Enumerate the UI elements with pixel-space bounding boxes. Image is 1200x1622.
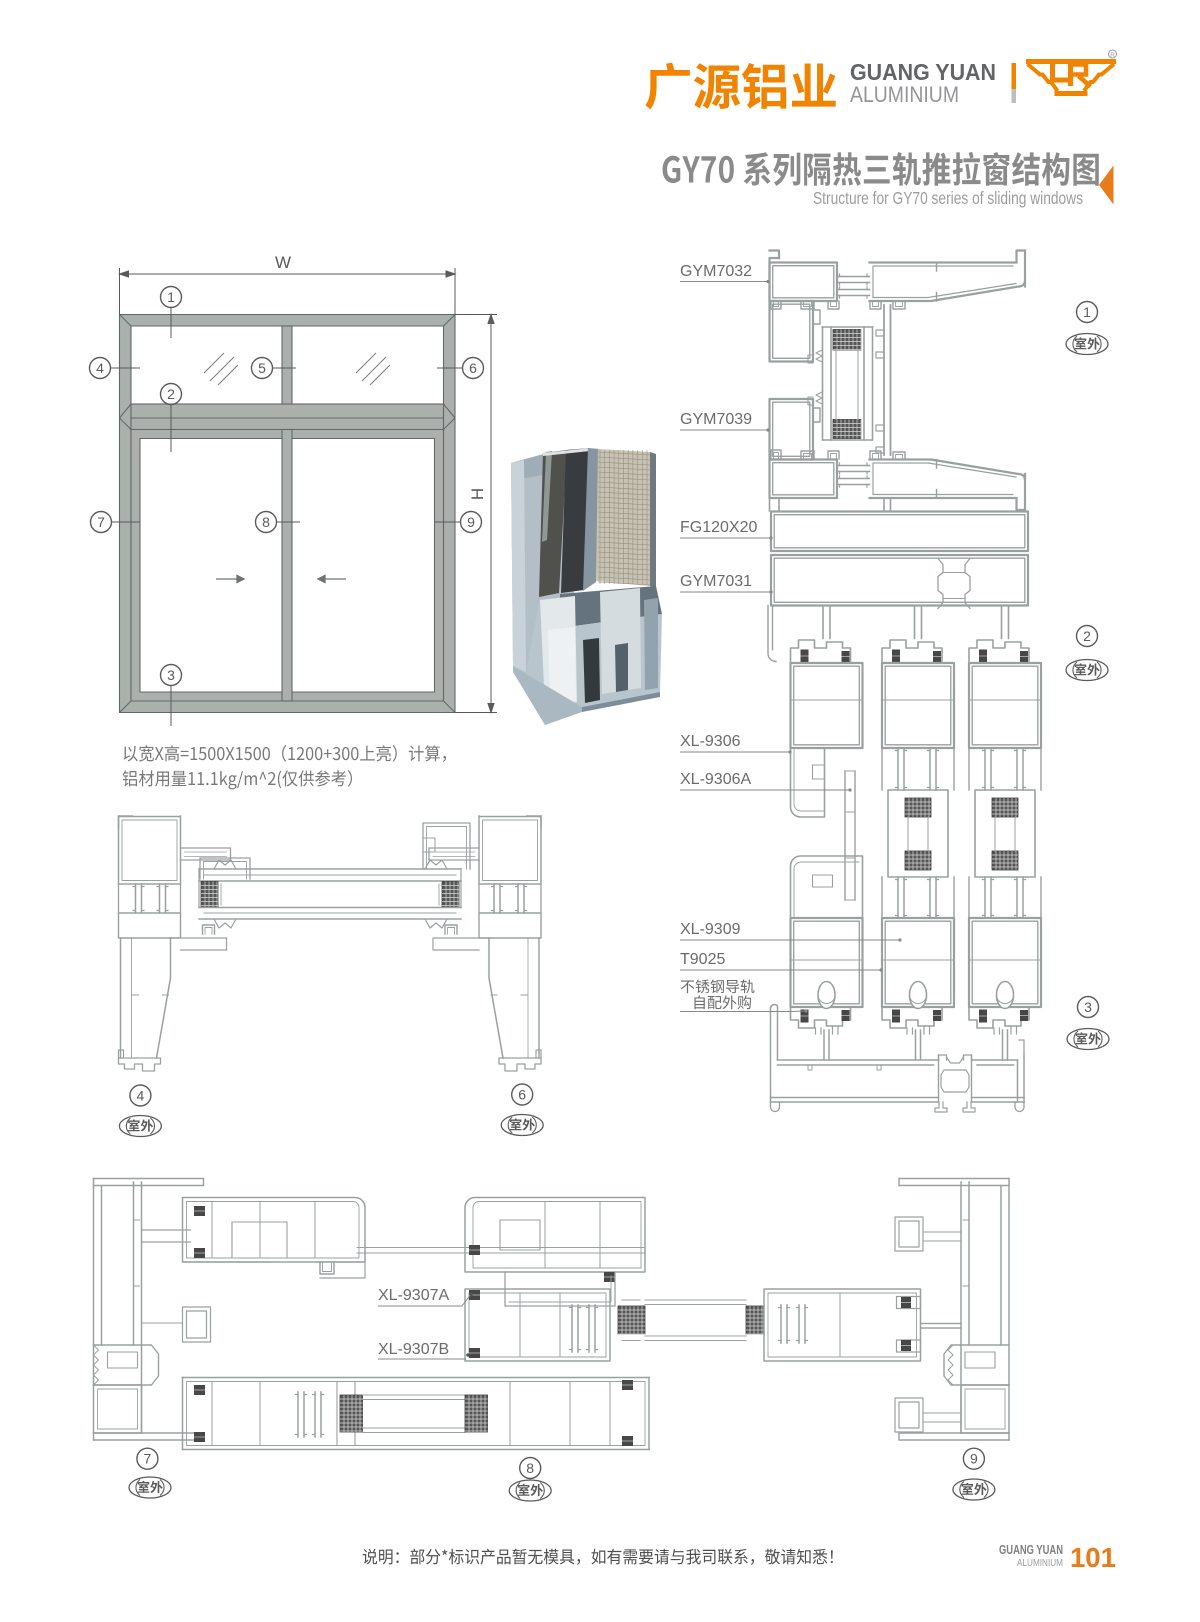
svg-text:3: 3 <box>167 667 175 683</box>
svg-text:ALUMINIUM: ALUMINIUM <box>850 82 959 107</box>
svg-text:FG120X20: FG120X20 <box>680 519 757 536</box>
svg-text:GYM7032: GYM7032 <box>680 263 752 280</box>
svg-text:8: 8 <box>262 514 270 530</box>
svg-text:1: 1 <box>167 289 175 305</box>
svg-text:6: 6 <box>469 360 477 376</box>
svg-text:9: 9 <box>467 514 475 530</box>
svg-text:GUANG YUAN: GUANG YUAN <box>999 1542 1063 1557</box>
svg-text:1: 1 <box>1083 304 1091 320</box>
svg-text:7: 7 <box>144 1451 152 1467</box>
svg-text:GYM7039: GYM7039 <box>680 411 752 428</box>
svg-text:XL-9306A: XL-9306A <box>680 771 751 788</box>
svg-text:4: 4 <box>137 1088 145 1104</box>
svg-text:5: 5 <box>258 360 266 376</box>
svg-text:XL-9309: XL-9309 <box>680 921 741 938</box>
svg-text:ALUMINIUM: ALUMINIUM <box>1017 1557 1063 1569</box>
svg-text:6: 6 <box>518 1087 526 1103</box>
svg-text:XL-9306: XL-9306 <box>680 733 741 750</box>
svg-text:8: 8 <box>526 1460 534 1476</box>
svg-text:3: 3 <box>1084 999 1092 1015</box>
svg-text:H: H <box>468 488 487 500</box>
svg-text:2: 2 <box>1083 628 1091 644</box>
svg-text:W: W <box>275 253 291 272</box>
svg-text:4: 4 <box>96 360 104 376</box>
svg-text:2: 2 <box>167 386 175 402</box>
svg-text:GUANG YUAN: GUANG YUAN <box>850 59 996 85</box>
svg-text:T9025: T9025 <box>680 951 725 968</box>
svg-text:9: 9 <box>970 1451 978 1467</box>
svg-text:R: R <box>1110 52 1115 59</box>
svg-text:7: 7 <box>97 514 105 530</box>
svg-text:GYM7031: GYM7031 <box>680 573 752 590</box>
svg-text:101: 101 <box>1070 1542 1116 1573</box>
svg-text:XL-9307B: XL-9307B <box>378 1341 449 1358</box>
svg-text:XL-9307A: XL-9307A <box>378 1287 449 1304</box>
svg-text:Structure for GY70 series of s: Structure for GY70 series of sliding win… <box>813 188 1083 208</box>
